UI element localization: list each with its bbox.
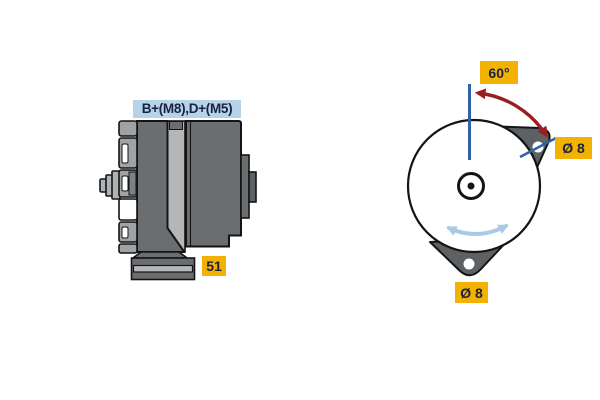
rear-stub bbox=[248, 171, 257, 203]
mounting-foot bbox=[130, 251, 196, 281]
terminal-51-label: 51 bbox=[202, 256, 226, 276]
bolt-axis-line bbox=[519, 136, 557, 159]
pulley-fins bbox=[118, 120, 138, 254]
hole-diameter-top-label: Ø 8 bbox=[555, 137, 592, 159]
hole-diameter-bottom-label: Ø 8 bbox=[455, 282, 488, 303]
terminals-label: B+(M8),D+(M5) bbox=[133, 100, 241, 118]
shaft-hub bbox=[457, 172, 485, 200]
alternator-front-view bbox=[406, 84, 557, 277]
shaft bbox=[99, 170, 121, 200]
swing-angle-label: 60° bbox=[480, 61, 518, 84]
rear-housing bbox=[185, 120, 257, 248]
rotation-arrow bbox=[446, 224, 509, 236]
rear-boss bbox=[240, 154, 250, 219]
alternator-side-view bbox=[99, 120, 257, 281]
angle-arc-arrow bbox=[474, 88, 548, 138]
lug-hole-bottom bbox=[463, 258, 475, 270]
